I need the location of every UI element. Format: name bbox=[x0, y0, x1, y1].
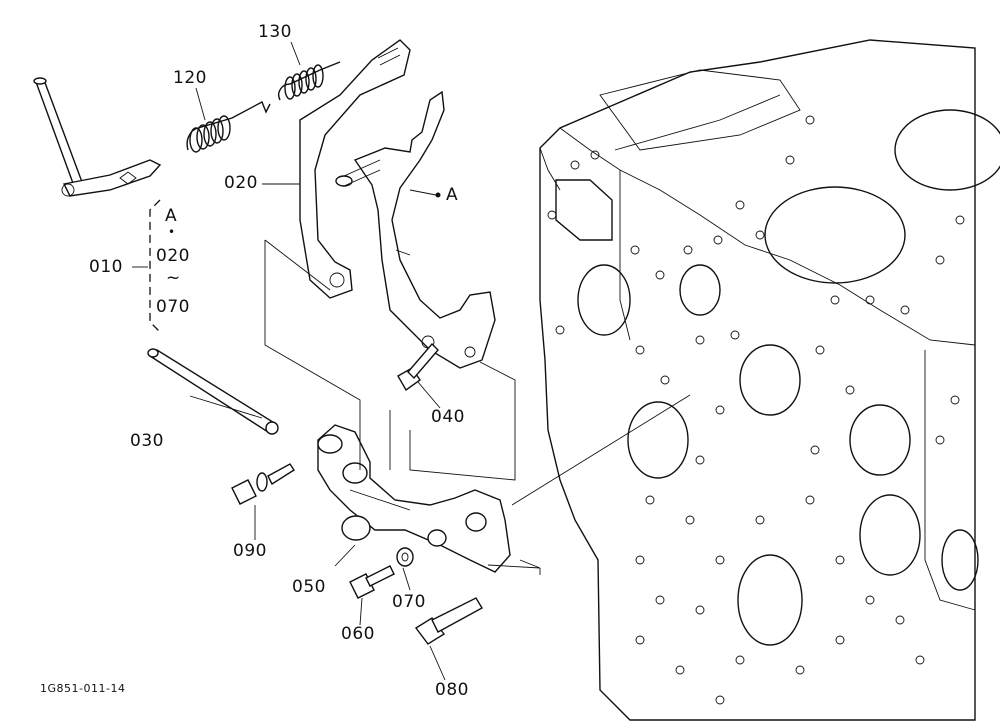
bolt-040 bbox=[397, 342, 439, 392]
callout-120: 120 bbox=[173, 68, 207, 88]
callout-030: 030 bbox=[130, 431, 164, 451]
shaft-030 bbox=[147, 348, 279, 435]
washer-070 bbox=[396, 547, 414, 567]
callout-080: 080 bbox=[435, 680, 469, 700]
assembly-guide-lines bbox=[264, 239, 691, 575]
callout-a: A bbox=[446, 185, 459, 205]
lever-shaft bbox=[33, 77, 162, 197]
group-bracket bbox=[149, 199, 161, 333]
bolt-060 bbox=[349, 565, 395, 599]
callout-020: 020 bbox=[224, 173, 258, 193]
group-bracket-dot: • bbox=[168, 225, 176, 239]
group-bracket-tilde: ~ bbox=[166, 268, 181, 288]
callout-040: 040 bbox=[431, 407, 465, 427]
callout-090: 090 bbox=[233, 541, 267, 561]
bracket-050 bbox=[317, 424, 511, 573]
group-bracket-to: 070 bbox=[156, 297, 190, 317]
leader-dot bbox=[435, 192, 441, 198]
bolt-090 bbox=[231, 463, 295, 505]
spring-120 bbox=[186, 101, 271, 153]
fork-a bbox=[335, 90, 496, 369]
leader-lines bbox=[132, 41, 446, 681]
callout-130: 130 bbox=[258, 22, 292, 42]
bolt-080 bbox=[414, 597, 483, 645]
engine-block bbox=[539, 39, 1000, 721]
spring-130 bbox=[278, 61, 341, 101]
fork-lever-020 bbox=[299, 39, 411, 299]
callout-070: 070 bbox=[392, 592, 426, 612]
callout-010: 010 bbox=[89, 257, 123, 277]
callout-060: 060 bbox=[341, 624, 375, 644]
group-bracket-from: 020 bbox=[156, 246, 190, 266]
diagram-id: 1G851-011-14 bbox=[40, 682, 126, 695]
group-bracket-top: A bbox=[165, 206, 178, 226]
callout-050: 050 bbox=[292, 577, 326, 597]
